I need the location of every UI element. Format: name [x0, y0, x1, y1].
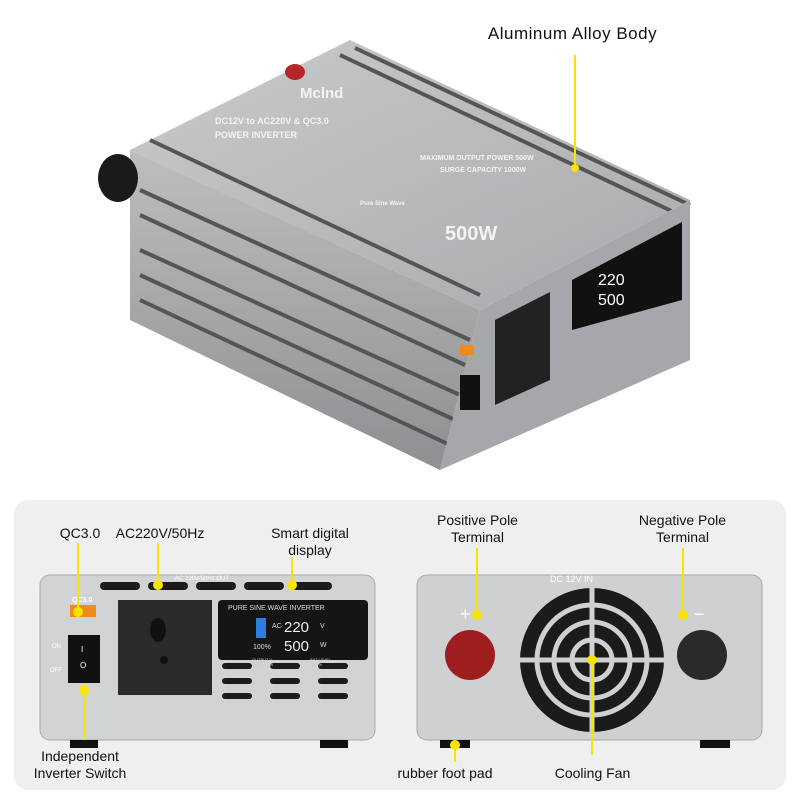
usb-port: [460, 345, 474, 355]
callout-qc3: QC3.0: [59, 525, 101, 541]
power-rating: 500W: [445, 223, 497, 245]
display-title: PURE SINE WAVE INVERTER: [228, 605, 325, 612]
outlet-label: AC 220V/50Hz OUT: [175, 576, 229, 582]
outlet: [495, 292, 550, 405]
dc-in-label: DC 12V IN: [550, 574, 593, 584]
callout-negative: Negative Pole Terminal: [638, 512, 727, 545]
callout-foot: rubber foot pad: [397, 765, 493, 781]
callout-ac-outlet: AC220V/50Hz: [115, 525, 205, 541]
display: [572, 222, 682, 330]
inverter-3d-render: 220 500 Mclnd DC12V to AC220V & QC3.0 PO…: [98, 40, 691, 470]
inverter-switch: [68, 635, 100, 683]
callout-positive: Positive Pole Terminal: [437, 512, 518, 545]
front-rear-views: AC 220V/50Hz OUT PURE SINE WAVE INVERTER…: [39, 543, 763, 762]
positive-terminal: [445, 630, 495, 680]
positive-knob: [285, 64, 305, 80]
display-watts-front: 500: [284, 638, 309, 655]
universal-outlet: [118, 600, 212, 695]
product-line1: DC12V to AC220V & QC3.0: [215, 116, 329, 126]
usb-label: QC3.0: [72, 597, 92, 604]
top-face: [130, 40, 690, 310]
display-watts: 500: [598, 292, 625, 309]
battery-icon: [256, 618, 266, 638]
plus-sign: +: [460, 604, 471, 624]
display-voltage-front: 220: [284, 619, 309, 636]
display-voltage: 220: [598, 272, 625, 289]
power-switch: [460, 375, 480, 410]
callout-aluminum-body: Aluminum Alloy Body: [487, 24, 658, 43]
display-v-unit: V: [320, 623, 325, 630]
display-battery: 100%: [253, 644, 271, 651]
legend-bat-pct: BAT %: [310, 662, 323, 667]
on-label: ON: [52, 644, 61, 650]
callout-display: Smart digital display: [271, 525, 349, 558]
callout-fan: Cooling Fan: [554, 765, 631, 781]
switch-off-mark: O: [80, 661, 86, 670]
negative-knob: [98, 154, 138, 202]
wave-label: Pure Sine Wave: [360, 201, 405, 207]
digital-display: [218, 600, 368, 660]
legend-bat-level: BAT LEVEL: [310, 657, 332, 662]
off-label: OFF: [50, 668, 62, 674]
legend-output-v: OUTPUT V: [252, 657, 272, 662]
negative-terminal: [677, 630, 727, 680]
product-line2: POWER INVERTER: [215, 130, 298, 140]
minus-sign: −: [694, 604, 705, 624]
legend-output-w: OUTPUT W: [252, 662, 273, 667]
spec-max: MAXIMUM OUTPUT POWER 500W: [420, 155, 534, 162]
switch-on-mark: I: [81, 645, 83, 654]
display-ac: AC: [272, 623, 282, 630]
spec-surge: SURGE CAPACITY 1000W: [440, 167, 526, 174]
callout-switch: Independent Inverter Switch: [33, 748, 127, 781]
display-w-unit: W: [320, 642, 327, 649]
brand-logo: Mclnd: [300, 85, 343, 102]
